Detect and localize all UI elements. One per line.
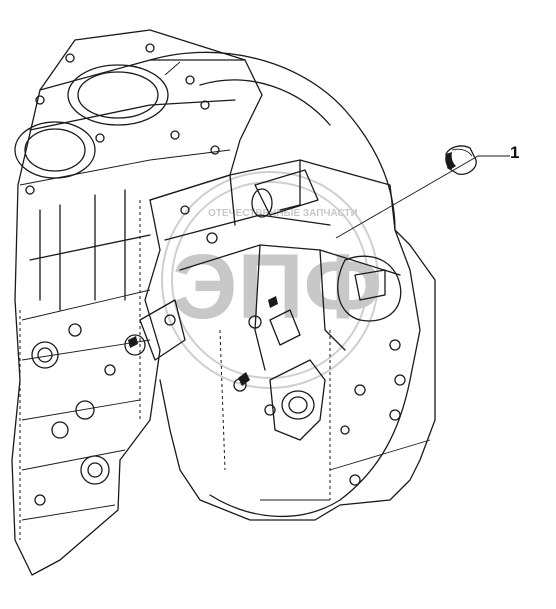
callout-leader-line — [335, 155, 510, 239]
callout-number-1: 1 — [510, 143, 520, 162]
watermark-logo: ЭПФ ОТЕЧЕСТВЕННЫЕ ЗАПЧАСТИ — [161, 171, 382, 389]
rear-housing — [128, 159, 436, 521]
cylinder-bore — [14, 121, 96, 179]
flywheel-housing — [149, 51, 421, 518]
cylinder-bore — [67, 64, 169, 126]
watermark-tagline: ОТЕЧЕСТВЕННЫЕ ЗАПЧАСТИ — [208, 208, 358, 219]
plug-part — [445, 145, 477, 175]
watermark-logo-text: ЭПФ — [172, 236, 382, 338]
engine-block — [11, 29, 263, 576]
